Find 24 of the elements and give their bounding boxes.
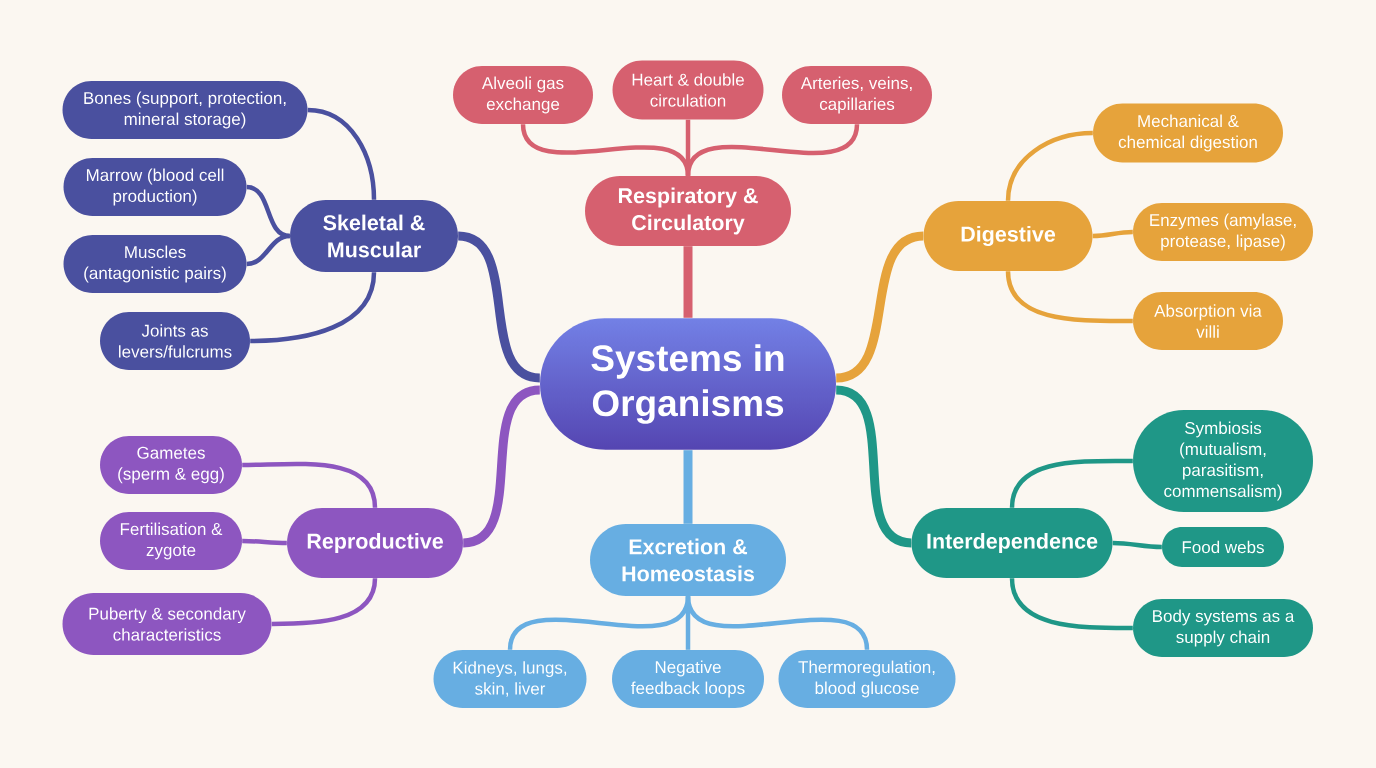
connector-line [1092, 229, 1133, 239]
connector-line [1005, 270, 1133, 324]
connector-line [1005, 130, 1093, 201]
branch-connector [683, 450, 693, 524]
subtopic-box: Bones (support, protection, mineral storage) [62, 81, 308, 139]
connector-line [271, 577, 378, 627]
branch-topic: Respiratory & Circulatory [585, 176, 791, 246]
subtopic-box: Enzymes (amylase, protease, lipase) [1133, 203, 1313, 261]
connector-line [685, 595, 870, 651]
subtopic-box: Puberty & secondary characteristics [62, 593, 272, 655]
connector-line [242, 461, 378, 509]
connector-line [685, 123, 860, 177]
subtopic-box: Symbiosis (mutualism, parasitism, commensalism) [1133, 410, 1313, 512]
connector-line [1009, 458, 1133, 509]
connector-line [246, 233, 291, 267]
subtopic-box: Body systems as a supply chain [1133, 599, 1313, 657]
branch-connector [683, 246, 693, 318]
central-topic: Systems in Organisms [591, 344, 784, 424]
connector-line [250, 271, 377, 344]
connector-line [307, 107, 377, 200]
connector-line [1112, 540, 1162, 550]
connector-line [242, 538, 287, 546]
subtopic-box: Mechanical & chemical digestion [1093, 103, 1283, 163]
connector-line [1009, 577, 1133, 631]
